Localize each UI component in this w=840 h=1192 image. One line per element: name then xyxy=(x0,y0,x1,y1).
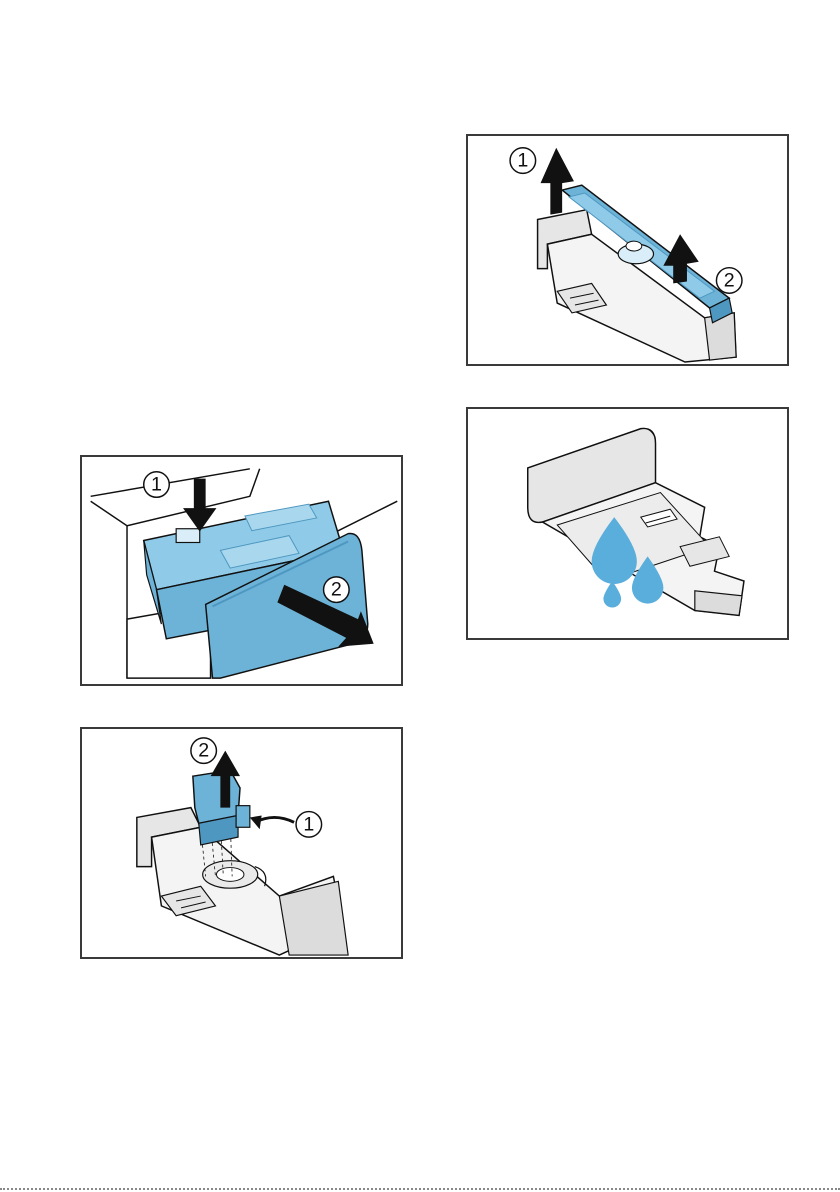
water-drop-icon xyxy=(603,581,621,608)
figure-drawer-rinse xyxy=(466,407,789,640)
release-button xyxy=(176,529,200,543)
callout-label: 2 xyxy=(724,269,735,291)
callout-label: 1 xyxy=(303,813,314,835)
insert-remove-illustration: 1 2 xyxy=(468,136,787,364)
figure-siphon-remove: 2 1 xyxy=(80,727,403,959)
lift-arrow-icon xyxy=(541,148,574,215)
siphon-remove-illustration: 2 1 xyxy=(82,729,401,957)
callout-label: 1 xyxy=(517,150,528,172)
page-edge-rule xyxy=(0,1188,840,1190)
figure-insert-remove: 1 2 xyxy=(466,134,789,366)
callout-label: 2 xyxy=(198,740,209,762)
figure-drawer-remove: 1 2 xyxy=(80,455,403,686)
siphon-part xyxy=(193,770,240,823)
callout-label: 1 xyxy=(151,474,162,496)
drawer-rinse-illustration xyxy=(468,409,787,638)
drawer-remove-illustration: 1 2 xyxy=(82,457,401,684)
callout-label: 2 xyxy=(331,579,342,601)
